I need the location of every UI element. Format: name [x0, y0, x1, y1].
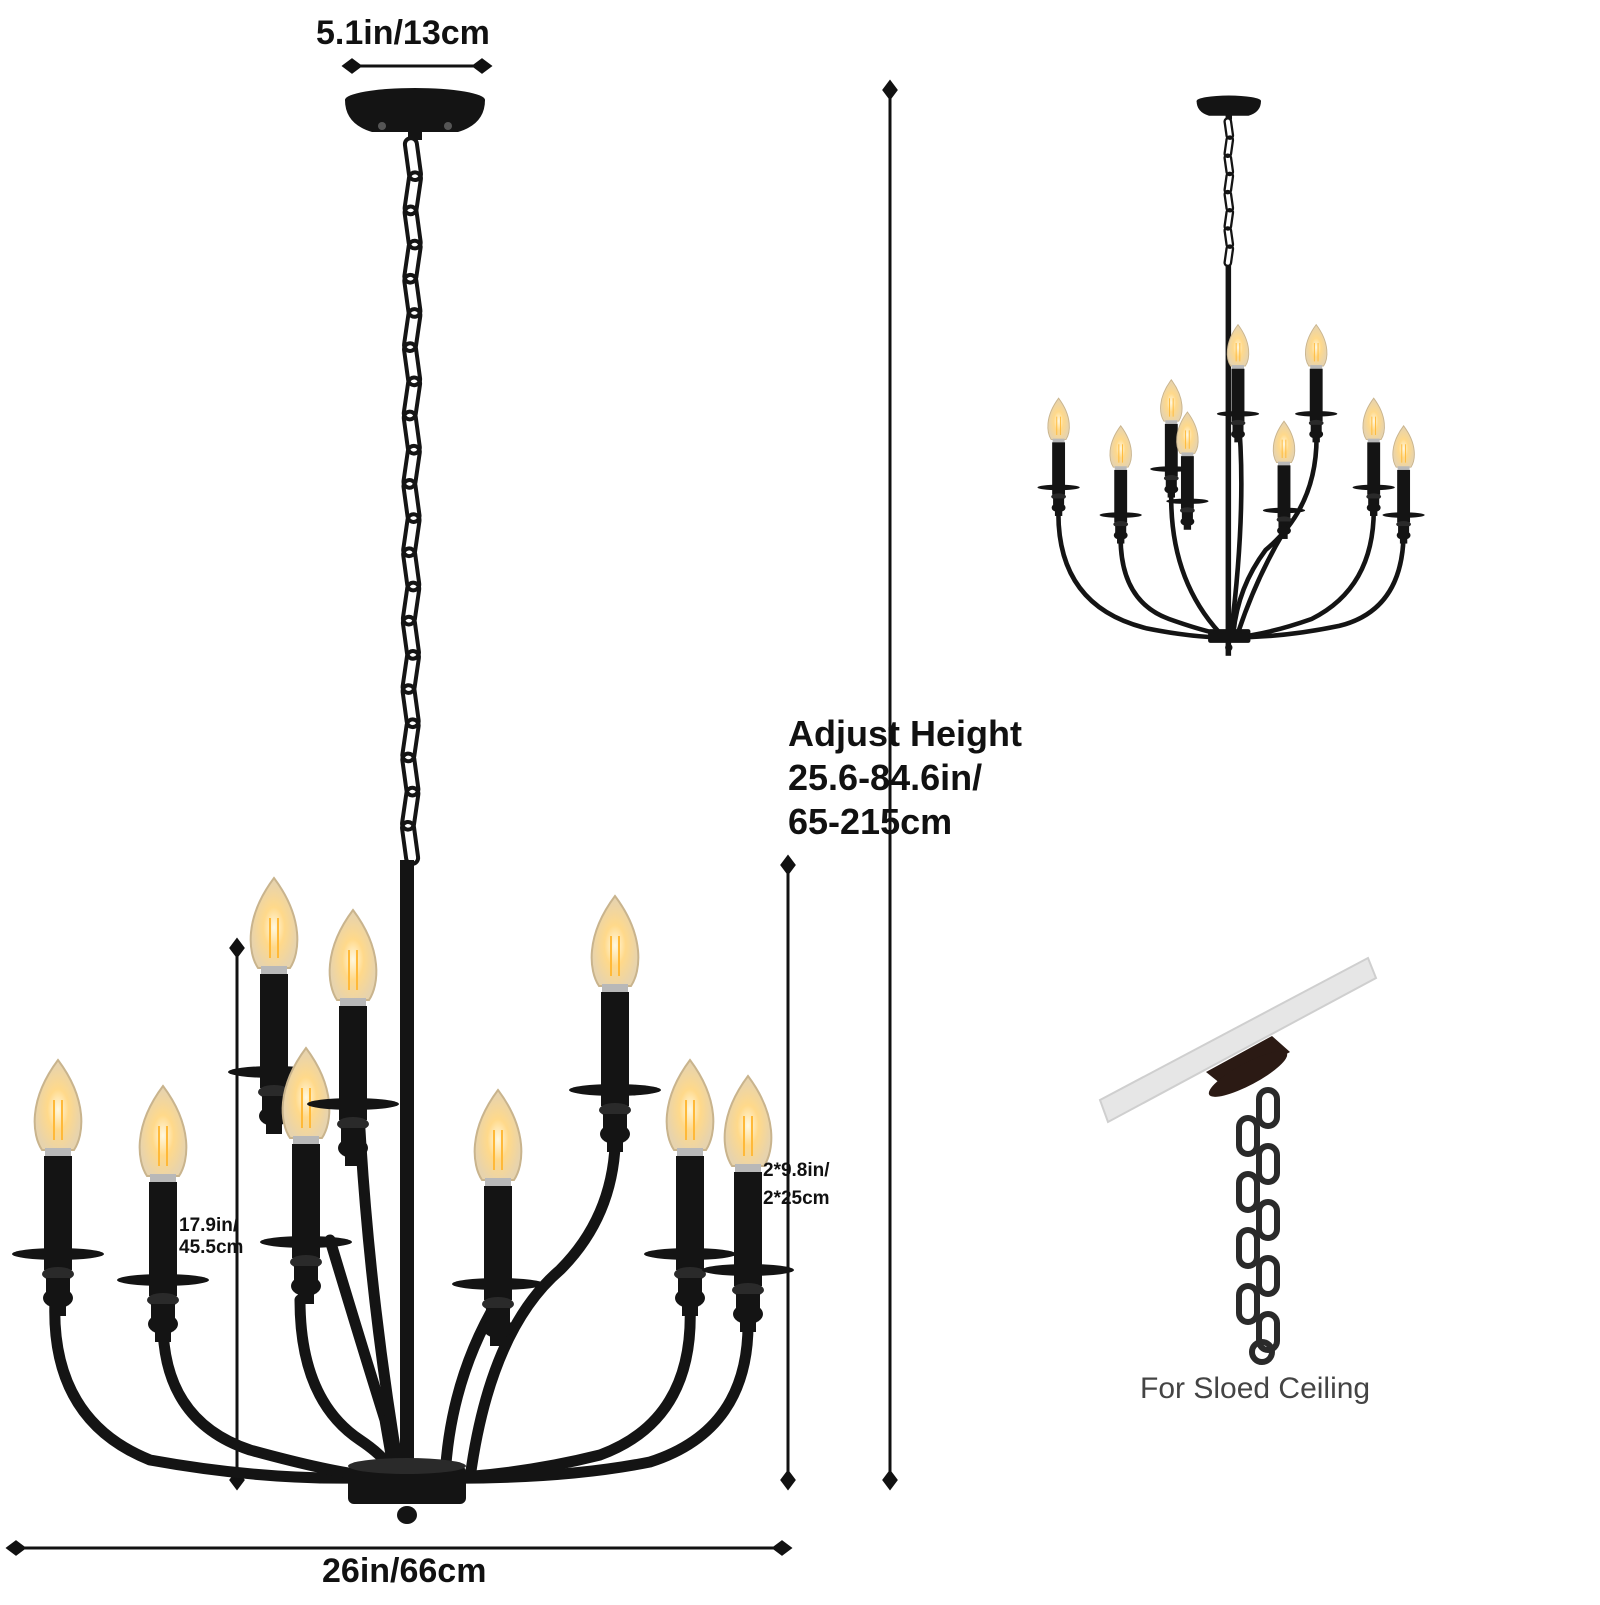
canopy-width-dimension	[341, 58, 493, 74]
chain-link	[401, 375, 423, 422]
chain-link	[400, 614, 421, 661]
candle-bulb	[1099, 425, 1142, 544]
total-width-label: 26in/66cm	[322, 1552, 487, 1590]
chain-link	[401, 443, 422, 490]
chain-link	[400, 580, 422, 627]
chain-link	[401, 409, 422, 456]
chain-link	[1256, 1143, 1280, 1185]
chain-link	[1256, 1311, 1280, 1353]
chain-link	[1223, 153, 1235, 177]
chain-link	[400, 785, 421, 832]
candle-bulb	[1037, 397, 1080, 516]
candle-bulb	[1216, 323, 1260, 443]
chain-link	[402, 272, 423, 319]
adjust-height-centimeters: 65-215cm	[788, 801, 953, 842]
canopy-width-label: 5.1in/13cm	[316, 14, 490, 52]
chain-link	[1223, 135, 1235, 159]
chain-link	[402, 238, 423, 285]
center-stem	[400, 860, 414, 1480]
chain-link	[1256, 1199, 1280, 1241]
chain-link	[401, 478, 422, 524]
chain-link	[400, 717, 421, 764]
chain-link	[400, 649, 421, 695]
chain-link	[1223, 208, 1235, 231]
chain-link	[401, 546, 422, 593]
chain-link	[1256, 1255, 1280, 1297]
total-height-dimension	[882, 79, 898, 1491]
chain-link	[1223, 171, 1235, 195]
chain-link	[400, 683, 421, 730]
sloped-ceiling-plate	[1098, 956, 1378, 1124]
candle-bulb	[12, 1058, 104, 1316]
preview-chandelier	[1037, 95, 1425, 656]
chain-link	[1236, 1227, 1260, 1269]
adjust-height-title: Adjust Height	[788, 713, 1022, 754]
chain-link	[400, 751, 421, 798]
candle-arms	[12, 876, 794, 1346]
arm-height-inches: 2*9.8in/	[763, 1160, 830, 1181]
chain-link	[1223, 226, 1235, 249]
sloped-ceiling-detail	[1098, 956, 1378, 1365]
candle-bulb	[1352, 397, 1395, 516]
main-chandelier	[12, 88, 794, 1524]
chain-link	[402, 307, 423, 353]
total-width-dimension	[5, 1540, 793, 1556]
ceiling-canopy	[345, 88, 485, 140]
arm-height-centimeters: 2*25cm	[763, 1188, 830, 1209]
candle-bulb	[702, 1074, 794, 1332]
chain-link	[402, 204, 423, 251]
body-height-dimension	[229, 937, 245, 1491]
candle-bulb	[452, 1088, 544, 1346]
candle-bulb	[1166, 411, 1209, 530]
chain-link	[1236, 1171, 1260, 1213]
candle-bulb	[1382, 425, 1425, 544]
chain-link	[1223, 189, 1235, 213]
candle-bulb	[117, 1084, 209, 1342]
candle-bulb	[307, 908, 399, 1166]
arm-height-dimension	[780, 854, 796, 1491]
candle-bulb	[1150, 379, 1193, 498]
hanging-chain	[400, 136, 423, 866]
chain-link	[402, 170, 423, 217]
center-hub	[348, 1458, 466, 1524]
candle-bulb	[569, 894, 661, 1152]
candle-bulb	[1262, 420, 1306, 539]
chain-link	[1256, 1087, 1280, 1129]
preview-canopy	[1196, 95, 1261, 120]
chain-link	[1236, 1115, 1260, 1157]
candle-bulb	[644, 1058, 736, 1316]
chain-link	[402, 341, 423, 388]
chain-link	[1236, 1283, 1260, 1325]
candle-bulb	[1295, 323, 1338, 443]
candle-bulb	[228, 876, 320, 1134]
candle-bulb	[260, 1046, 352, 1304]
chain-link	[402, 136, 423, 183]
body-height-inches: 17.9in/	[179, 1215, 239, 1236]
sloped-ceiling-caption: For Sloed Ceiling	[1140, 1372, 1371, 1405]
chain-link	[401, 512, 422, 559]
chain-link	[1223, 117, 1235, 140]
adjust-height-inches: 25.6-84.6in/	[788, 757, 983, 798]
body-height-centimeters: 45.5cm	[179, 1237, 244, 1258]
